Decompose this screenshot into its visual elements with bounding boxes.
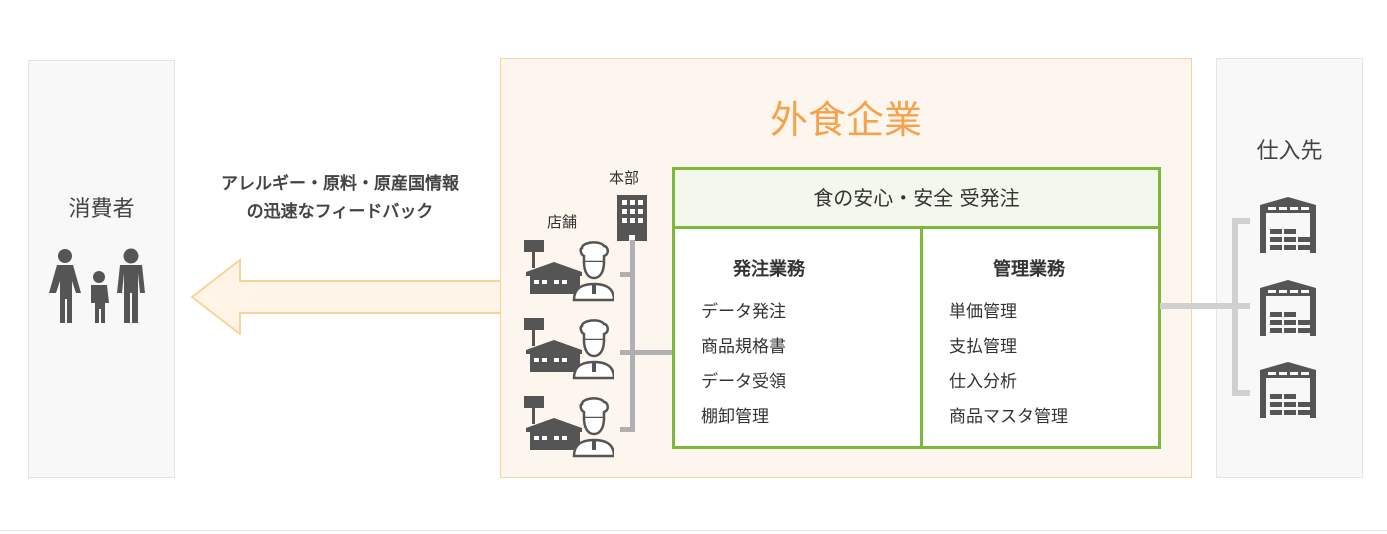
management-item: 支払管理	[949, 337, 1017, 357]
management-title: 管理業務	[993, 259, 1065, 280]
bottom-divider	[0, 530, 1387, 531]
consumer-panel: 消費者	[28, 60, 175, 478]
feedback-arrow-icon	[190, 257, 500, 335]
warehouse-icon	[1260, 280, 1316, 340]
ordering-title: 発注業務	[733, 259, 805, 280]
feedback-line-2: の迅速なフィードバック	[246, 202, 434, 222]
management-item: 仕入分析	[949, 372, 1017, 392]
warehouse-icon	[1260, 197, 1316, 257]
ordering-column: 発注業務 データ発注 商品規格書 データ受領 棚卸管理	[675, 229, 923, 446]
ordering-system-panel: 食の安心・安全 受発注 発注業務 データ発注 商品規格書 データ受領 棚卸管理 …	[672, 167, 1161, 449]
management-column: 管理業務 単価管理 支払管理 仕入分析 商品マスタ管理	[923, 229, 1158, 446]
store-chef-icon	[524, 240, 616, 306]
feedback-line-1: アレルギー・原料・原産国情報	[221, 174, 459, 194]
consumer-title: 消費者	[68, 197, 135, 222]
management-item: 単価管理	[949, 302, 1017, 322]
feedback-text: アレルギー・原料・原産国情報 の迅速なフィードバック	[190, 170, 490, 226]
management-item: 商品マスタ管理	[949, 407, 1068, 427]
store-connector-lines	[620, 240, 675, 432]
family-icon	[49, 248, 145, 323]
supplier-connector-lines	[1160, 218, 1250, 396]
ordering-item: データ発注	[701, 302, 786, 322]
ordering-item: 棚卸管理	[701, 407, 769, 427]
supplier-title: 仕入先	[1256, 139, 1323, 164]
system-title: 食の安心・安全 受発注	[675, 170, 1158, 229]
ordering-item: データ受領	[701, 372, 786, 392]
ordering-item: 商品規格書	[701, 337, 786, 357]
company-title: 外食企業	[769, 98, 922, 142]
store-chef-icon	[524, 396, 616, 462]
hq-label: 本部	[609, 169, 640, 187]
store-label: 店舗	[547, 213, 578, 231]
supplier-panel: 仕入先	[1216, 58, 1363, 478]
hq-building-icon	[617, 195, 647, 241]
warehouse-icon	[1260, 362, 1316, 422]
store-chef-icon	[524, 318, 616, 384]
